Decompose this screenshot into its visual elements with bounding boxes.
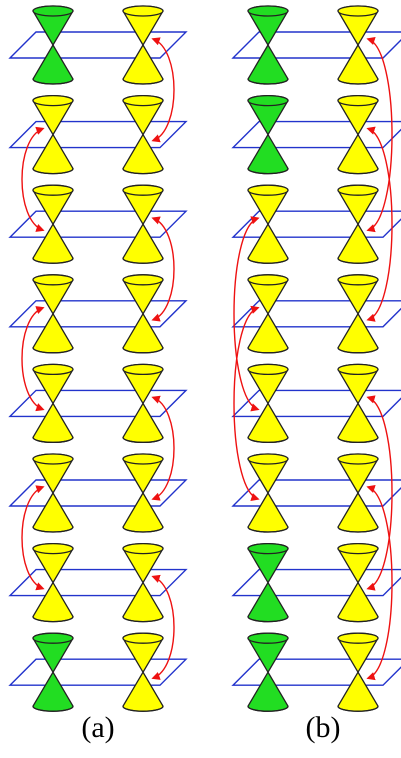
dirac-cone-left-layer-6 bbox=[32, 453, 74, 533]
dirac-cone-left-layer-2 bbox=[32, 94, 74, 175]
dirac-cone-left-layer-4 bbox=[32, 274, 74, 354]
dirac-cone-right-layer-6 bbox=[337, 453, 379, 533]
dirac-cone-left-layer-1 bbox=[247, 5, 289, 85]
dirac-cone-right-layer-7 bbox=[337, 542, 379, 623]
dirac-cone-left-layer-7 bbox=[32, 542, 74, 623]
plane-layer-8 bbox=[231, 658, 401, 686]
dirac-cone-left-layer-5 bbox=[247, 363, 289, 444]
coupling-arrow-left-4-to-5 bbox=[21, 306, 45, 412]
dirac-cone-left-layer-8 bbox=[247, 632, 289, 712]
plane-layer-3 bbox=[8, 210, 188, 238]
dirac-cone-left-layer-1 bbox=[32, 5, 74, 85]
dirac-cone-left-layer-2 bbox=[247, 94, 289, 175]
dirac-cone-right-layer-2 bbox=[337, 94, 379, 175]
dirac-cone-left-layer-6 bbox=[247, 453, 289, 533]
plane-layer-1 bbox=[231, 31, 401, 59]
coupling-arrow-left-4-to-6 bbox=[233, 305, 260, 501]
coupling-arrow-left-6-to-7 bbox=[21, 485, 45, 591]
dirac-cone-right-layer-5 bbox=[337, 363, 379, 444]
dirac-cone-left-layer-5 bbox=[32, 363, 74, 444]
dirac-cone-left-layer-3 bbox=[247, 184, 289, 264]
dirac-cone-right-layer-4 bbox=[122, 274, 164, 354]
panel-b bbox=[231, 5, 401, 712]
dirac-cone-right-layer-5 bbox=[122, 363, 164, 444]
plane-layer-1 bbox=[8, 31, 188, 59]
plane-layer-2 bbox=[231, 120, 401, 149]
dirac-cone-right-layer-3 bbox=[337, 184, 379, 264]
dirac-cone-left-layer-3 bbox=[32, 184, 74, 264]
coupling-arrow-right-7-to-8 bbox=[151, 574, 175, 680]
dirac-cone-right-layer-2 bbox=[122, 94, 164, 175]
dirac-cone-right-layer-7 bbox=[122, 542, 164, 623]
plane-layer-6 bbox=[8, 479, 188, 507]
coupling-arrow-right-5-to-7 bbox=[366, 395, 393, 591]
dirac-cone-right-layer-8 bbox=[337, 632, 379, 712]
plane-layer-5 bbox=[8, 389, 188, 418]
dirac-cone-right-layer-3 bbox=[122, 184, 164, 264]
panel-b-label: (b) bbox=[306, 711, 341, 744]
coupling-arrow-left-2-to-3 bbox=[21, 126, 45, 232]
dirac-cone-left-layer-8 bbox=[32, 632, 74, 712]
coupling-arrow-right-3-to-4 bbox=[151, 216, 175, 322]
plane-layer-8 bbox=[8, 658, 188, 686]
panel-a bbox=[8, 5, 188, 712]
dirac-cone-right-layer-6 bbox=[122, 453, 164, 533]
coupling-arrow-right-2-to-4 bbox=[366, 126, 393, 322]
coupling-arrow-right-1-to-3 bbox=[366, 37, 393, 233]
dirac-cone-right-layer-8 bbox=[122, 632, 164, 712]
plane-layer-4 bbox=[8, 300, 188, 328]
dirac-cone-right-layer-4 bbox=[337, 274, 379, 354]
plane-layer-7 bbox=[231, 568, 401, 597]
coupling-arrow-right-1-to-2 bbox=[151, 37, 175, 143]
coupling-arrow-right-6-to-8 bbox=[366, 485, 393, 681]
dirac-cone-right-layer-1 bbox=[122, 5, 164, 85]
dirac-cone-left-layer-4 bbox=[247, 274, 289, 354]
coupling-arrow-right-5-to-6 bbox=[151, 395, 175, 501]
coupling-arrow-left-3-to-5 bbox=[233, 216, 260, 412]
panel-a-label: (a) bbox=[81, 711, 114, 744]
dirac-cone-left-layer-7 bbox=[247, 542, 289, 623]
plane-layer-7 bbox=[8, 568, 188, 597]
plane-layer-2 bbox=[8, 120, 188, 149]
dirac-cone-right-layer-1 bbox=[337, 5, 379, 85]
